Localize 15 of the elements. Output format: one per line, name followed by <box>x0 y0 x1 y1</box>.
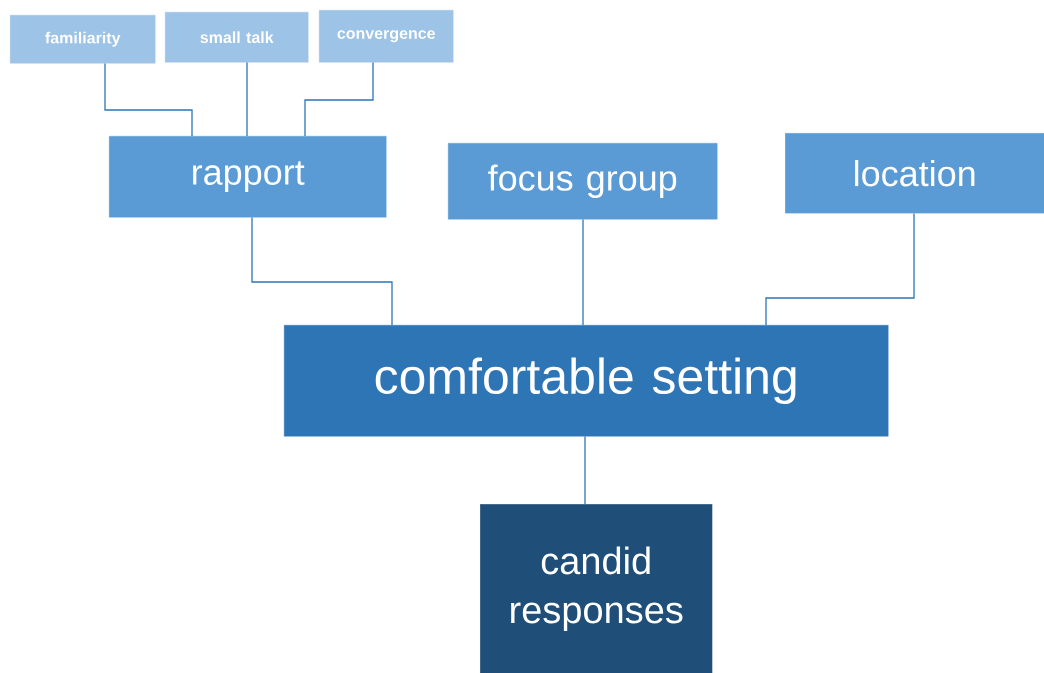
concept-box: location <box>785 133 1044 214</box>
concept-box: comfortable setting <box>284 325 889 437</box>
concept-box: familiarity <box>10 15 156 64</box>
connector-line <box>582 218 584 326</box>
connector-line <box>246 61 248 137</box>
concept-box: small talk <box>165 12 309 63</box>
concept-box: rapport <box>109 136 387 218</box>
concept-box: convergence <box>319 10 454 63</box>
connector-line <box>304 61 374 137</box>
connector-line <box>251 216 393 326</box>
concept-box: candid responses <box>480 504 713 673</box>
connector-line <box>104 62 193 137</box>
concept-box: focus group <box>448 143 718 220</box>
connector-line <box>584 435 586 505</box>
connector-line <box>765 212 915 326</box>
